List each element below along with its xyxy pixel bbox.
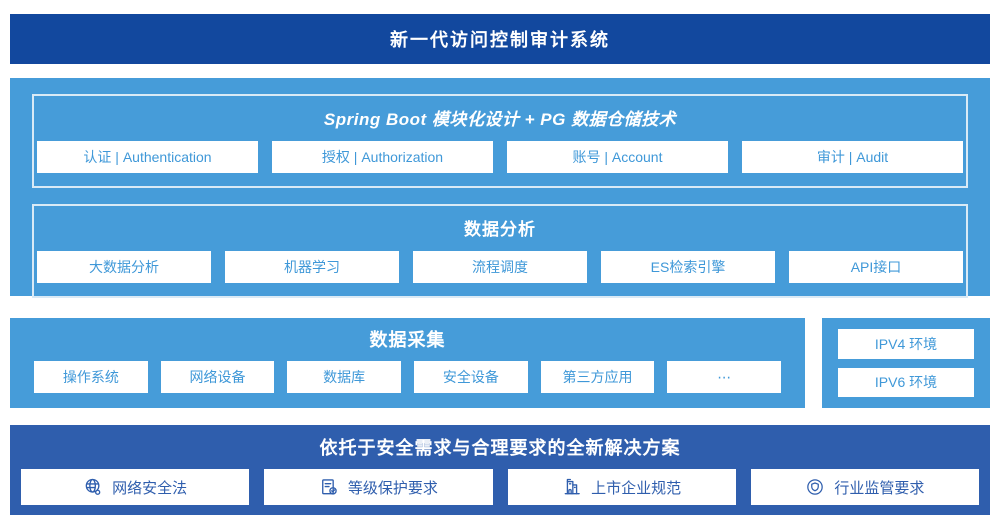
environment-box: IPV4 环境 xyxy=(838,329,974,359)
analysis-box: ES检索引擎 xyxy=(601,251,775,283)
source-box: 第三方应用 xyxy=(540,361,655,393)
data-collection-panel: 数据采集 操作系统 网络设备 数据库 安全设备 xyxy=(10,318,805,408)
module-label: 认证 | Authentication xyxy=(83,149,212,165)
solution-box: 行业监管要求 xyxy=(750,469,979,505)
source-box: 安全设备 xyxy=(414,361,528,393)
globe-icon xyxy=(83,477,103,497)
analysis-label: 大数据分析 xyxy=(89,259,159,275)
source-label: ⋯ xyxy=(717,368,732,385)
source-label: 安全设备 xyxy=(442,369,499,385)
source-box: ⋯ xyxy=(667,361,782,393)
data-analysis-title: 数据分析 xyxy=(464,220,536,239)
shield-badge-icon xyxy=(805,477,825,497)
solution-label: 上市企业规范 xyxy=(591,479,682,497)
solution-box: 网络安全法 xyxy=(21,469,250,505)
source-label: 网络设备 xyxy=(189,369,246,385)
module-box: 审计 | Audit xyxy=(742,141,963,173)
module-label: 授权 | Authorization xyxy=(321,149,444,165)
analysis-box: 大数据分析 xyxy=(37,251,211,283)
module-label: 账号 | Account xyxy=(572,149,663,165)
source-label: 操作系统 xyxy=(62,369,119,385)
solution-label: 等级保护要求 xyxy=(347,479,438,497)
module-box: 账号 | Account xyxy=(507,141,728,173)
platform-panel: Spring Boot 模块化设计 + PG 数据仓储技术 认证 | Authe… xyxy=(10,78,990,298)
solution-title: 依托于安全需求与合理要求的全新解决方案 xyxy=(319,438,681,458)
header-bar: 新一代访问控制审计系统 xyxy=(10,14,990,64)
solution-label: 行业监管要求 xyxy=(834,479,925,497)
analysis-label: 机器学习 xyxy=(284,259,340,275)
source-box: 网络设备 xyxy=(160,361,275,393)
module-label: 审计 | Audit xyxy=(816,149,889,165)
analysis-label: API接口 xyxy=(850,259,902,275)
analysis-label: ES检索引擎 xyxy=(650,259,726,275)
data-collection-row: 操作系统 网络设备 数据库 安全设备 第三方应用 xyxy=(34,361,782,393)
source-box: 数据库 xyxy=(287,361,402,393)
solution-box: 上市企业规范 xyxy=(507,469,736,505)
analysis-box: API接口 xyxy=(789,251,963,283)
environment-panel: IPV4 环境 IPV6 环境 xyxy=(822,318,990,408)
page-title: 新一代访问控制审计系统 xyxy=(390,30,610,50)
clipboard-check-icon xyxy=(319,477,339,497)
solution-panel: 依托于安全需求与合理要求的全新解决方案 网络安全法 等级保护要求 上市企业规范 xyxy=(10,425,990,515)
data-analysis-row: 大数据分析 机器学习 流程调度 ES检索引擎 API接口 xyxy=(37,251,963,283)
source-box: 操作系统 xyxy=(34,361,148,393)
solution-label: 网络安全法 xyxy=(112,479,188,497)
analysis-box: 机器学习 xyxy=(225,251,399,283)
springboot-title: Spring Boot 模块化设计 + PG 数据仓储技术 xyxy=(323,110,677,129)
source-label: 数据库 xyxy=(323,369,366,385)
springboot-modules-row: 认证 | Authentication 授权 | Authorization 账… xyxy=(37,141,963,173)
module-box: 授权 | Authorization xyxy=(272,141,493,173)
environment-box: IPV6 环境 xyxy=(838,367,974,397)
subsection-data-analysis: 数据分析 大数据分析 机器学习 流程调度 ES检索 xyxy=(32,204,968,298)
building-icon xyxy=(562,477,582,497)
source-label: 第三方应用 xyxy=(562,369,633,385)
analysis-box: 流程调度 xyxy=(413,251,587,283)
solution-box: 等级保护要求 xyxy=(264,469,493,505)
data-collection-title: 数据采集 xyxy=(369,330,446,350)
solution-row: 网络安全法 等级保护要求 上市企业规范 行业监管要求 xyxy=(21,469,979,505)
analysis-label: 流程调度 xyxy=(472,259,528,275)
subsection-springboot: Spring Boot 模块化设计 + PG 数据仓储技术 认证 | Authe… xyxy=(32,94,968,188)
module-box: 认证 | Authentication xyxy=(37,141,258,173)
environment-label: IPV6 环境 xyxy=(874,374,938,391)
environment-label: IPV4 环境 xyxy=(874,335,938,352)
